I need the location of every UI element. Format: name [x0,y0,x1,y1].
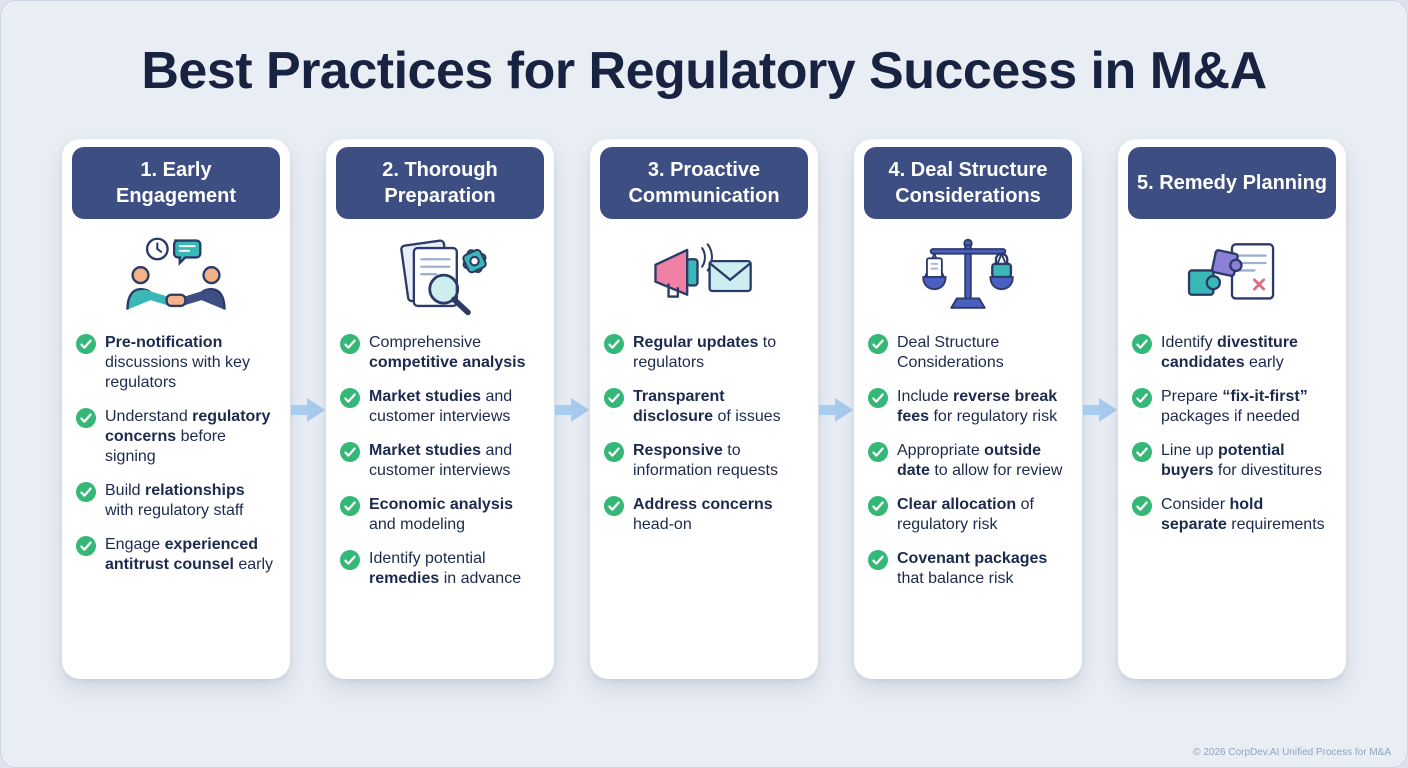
checklist-item: Deal Structure Considerations [868,333,1068,373]
card-proactive-communication: 3. Proactive Communication Regular updat… [590,139,818,679]
checklist-item-text: Economic analysis and modeling [369,496,514,533]
checklist-item: Consider hold separate requirements [1132,495,1332,535]
check-icon [868,496,888,516]
check-icon [340,496,360,516]
checklist-item: Appropriate outside date to allow for re… [868,441,1068,481]
check-icon [340,442,360,462]
checklist-item-text: Build relationships with regulatory staf… [105,482,245,519]
balance-scale-lock-icon [868,227,1068,327]
card-header: 2. Thorough Preparation [336,147,544,219]
checklist-item-text: Market studies and customer interviews [369,388,513,425]
checklist-item-text: Covenant packages that balance risk [897,550,1048,587]
check-icon [340,334,360,354]
copyright-footer: © 2026 CorpDev.AI Unified Process for M&… [1193,747,1391,758]
checklist-item: Identify divestiture candidates early [1132,333,1332,373]
checklist-item: Identify potential remedies in advance [340,549,540,589]
card-early-engagement: 1. Early Engagement Pre-notification dis… [62,139,290,679]
checklist-item-text: Line up potential buyers for divestiture… [1161,442,1322,479]
check-icon [1132,496,1152,516]
card-header: 3. Proactive Communication [600,147,808,219]
check-icon [604,388,624,408]
check-icon [76,408,96,428]
flow-arrow-icon [818,397,854,423]
checklist-item: Address concerns head-on [604,495,804,535]
checklist-item-text: Engage experienced antitrust counsel ear… [105,536,274,573]
check-icon [604,496,624,516]
columns-row: 1. Early Engagement Pre-notification dis… [1,139,1407,679]
checklist-item: Include reverse break fees for regulator… [868,387,1068,427]
check-icon [76,482,96,502]
flow-arrow-icon [290,397,326,423]
card-deal-structure-considerations: 4. Deal Structure Considerations Deal St… [854,139,1082,679]
checklist-item-text: Include reverse break fees for regulator… [897,388,1058,425]
checklist-item-text: Understand regulatory concerns before si… [105,408,271,465]
checklist-item: Market studies and customer interviews [340,441,540,481]
checklist-item-text: Comprehensive competitive analysis [369,334,526,371]
checklist-item: Regular updates to regulators [604,333,804,373]
checklist-item: Market studies and customer interviews [340,387,540,427]
checklist-item-text: Market studies and customer interviews [369,442,513,479]
checklist-item: Economic analysis and modeling [340,495,540,535]
check-icon [868,334,888,354]
checklist-item-text: Clear allocation of regulatory risk [897,496,1034,533]
checklist-item: Engage experienced antitrust counsel ear… [76,535,276,575]
checklist-item: Pre-notification discussions with key re… [76,333,276,393]
checklist-item: Build relationships with regulatory staf… [76,481,276,521]
checklist-item: Clear allocation of regulatory risk [868,495,1068,535]
checklist-item-text: Appropriate outside date to allow for re… [897,442,1063,479]
card-header: 1. Early Engagement [72,147,280,219]
checklist-item: Line up potential buyers for divestiture… [1132,441,1332,481]
flow-arrow-icon [554,397,590,423]
checklist-item-text: Deal Structure Considerations [897,334,1004,371]
checklist-item-text: Address concerns head-on [633,496,773,533]
checklist-item-text: Regular updates to regulators [633,334,777,371]
check-icon [868,442,888,462]
checklist-item-text: Identify potential remedies in advance [369,550,522,587]
card-header: 5. Remedy Planning [1128,147,1336,219]
checklist-item: Covenant packages that balance risk [868,549,1068,589]
checklist-item: Prepare “fix-it-first” packages if neede… [1132,387,1332,427]
check-icon [76,334,96,354]
checklist-item-text: Responsive to information requests [633,442,778,479]
card-header: 4. Deal Structure Considerations [864,147,1072,219]
check-icon [340,550,360,570]
checklist-item: Comprehensive competitive analysis [340,333,540,373]
megaphone-envelope-icon [604,227,804,327]
handshake-discussion-icon [76,227,276,327]
check-icon [76,536,96,556]
check-icon [1132,334,1152,354]
check-icon [604,334,624,354]
documents-magnifier-gear-icon [340,227,540,327]
checklist-item: Responsive to information requests [604,441,804,481]
checklist-item: Understand regulatory concerns before si… [76,407,276,467]
check-icon [1132,388,1152,408]
check-icon [604,442,624,462]
checklist-item: Transparent disclosure of issues [604,387,804,427]
checklist: Pre-notification discussions with key re… [76,333,276,575]
page-title: Best Practices for Regulatory Success in… [141,42,1267,100]
check-icon [340,388,360,408]
flow-arrow-icon [1082,397,1118,423]
check-icon [868,550,888,570]
checklist-item-text: Prepare “fix-it-first” packages if neede… [1161,388,1308,425]
checklist-item-text: Identify divestiture candidates early [1161,334,1298,371]
puzzle-document-icon [1132,227,1332,327]
card-thorough-preparation: 2. Thorough Preparation [326,139,554,679]
check-icon [868,388,888,408]
check-icon [1132,442,1152,462]
checklist-item-text: Consider hold separate requirements [1161,496,1325,533]
checklist-item-text: Transparent disclosure of issues [633,388,781,425]
checklist-item-text: Pre-notification discussions with key re… [105,334,250,391]
card-remedy-planning: 5. Remedy Planning Identify divestiture … [1118,139,1346,679]
